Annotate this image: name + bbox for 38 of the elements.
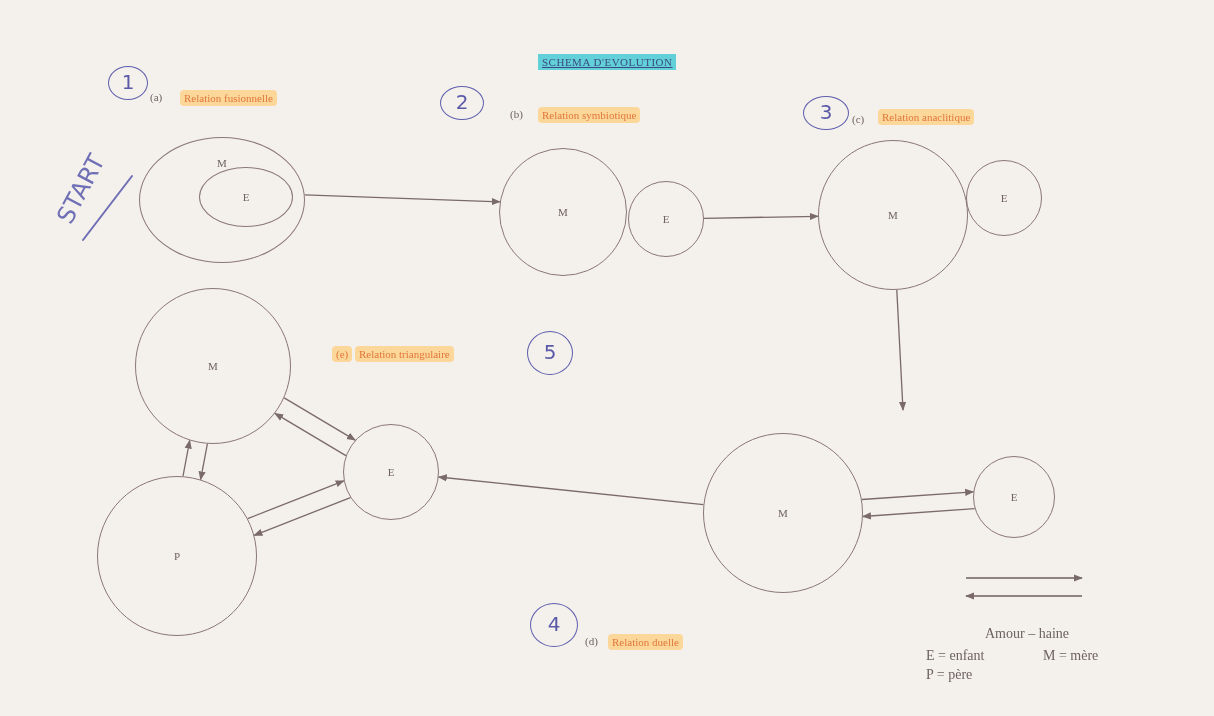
highlighted-heading: Relation fusionnelle <box>180 90 277 106</box>
key-text: E = enfant <box>926 648 985 664</box>
arrow <box>896 289 907 411</box>
arrow <box>198 443 209 481</box>
node-label: E <box>242 191 250 203</box>
arrow <box>247 480 345 520</box>
arrow <box>182 439 192 477</box>
step-letter: (a) <box>150 90 163 104</box>
node-label: E <box>1010 491 1018 503</box>
highlighted-heading: Relation triangulaire <box>355 346 454 362</box>
arrow <box>862 508 976 520</box>
arrow <box>283 397 356 441</box>
arrow <box>304 194 501 206</box>
highlighted-heading: (e) <box>332 346 353 362</box>
arrow <box>437 474 705 506</box>
node-label: M <box>208 360 218 372</box>
highlighted-heading: Relation anaclitique <box>878 109 975 125</box>
node-label: M <box>888 209 898 221</box>
legend-text: Amour – haine <box>985 626 1069 642</box>
arrow <box>861 488 975 501</box>
node-label: P <box>173 550 181 562</box>
node-label: E <box>1000 192 1008 204</box>
step-letter: (c) <box>852 112 865 126</box>
title: SCHEMA D'EVOLUTION <box>538 54 677 70</box>
node-label: E <box>387 466 395 478</box>
highlighted-heading: Relation symbiotique <box>538 107 641 123</box>
node-label: M <box>217 156 227 169</box>
arrow <box>253 496 352 536</box>
step-letter: (d) <box>585 634 598 648</box>
highlighted-heading: Relation duelle <box>608 634 683 650</box>
arrow <box>703 212 819 221</box>
node-label: M <box>558 206 568 218</box>
arrow <box>274 412 347 457</box>
node-label: E <box>662 213 670 225</box>
key-text: M = mère <box>1043 648 1099 664</box>
node-label: M <box>778 507 788 519</box>
key-text: P = père <box>926 667 973 683</box>
step-letter: (b) <box>510 107 523 121</box>
